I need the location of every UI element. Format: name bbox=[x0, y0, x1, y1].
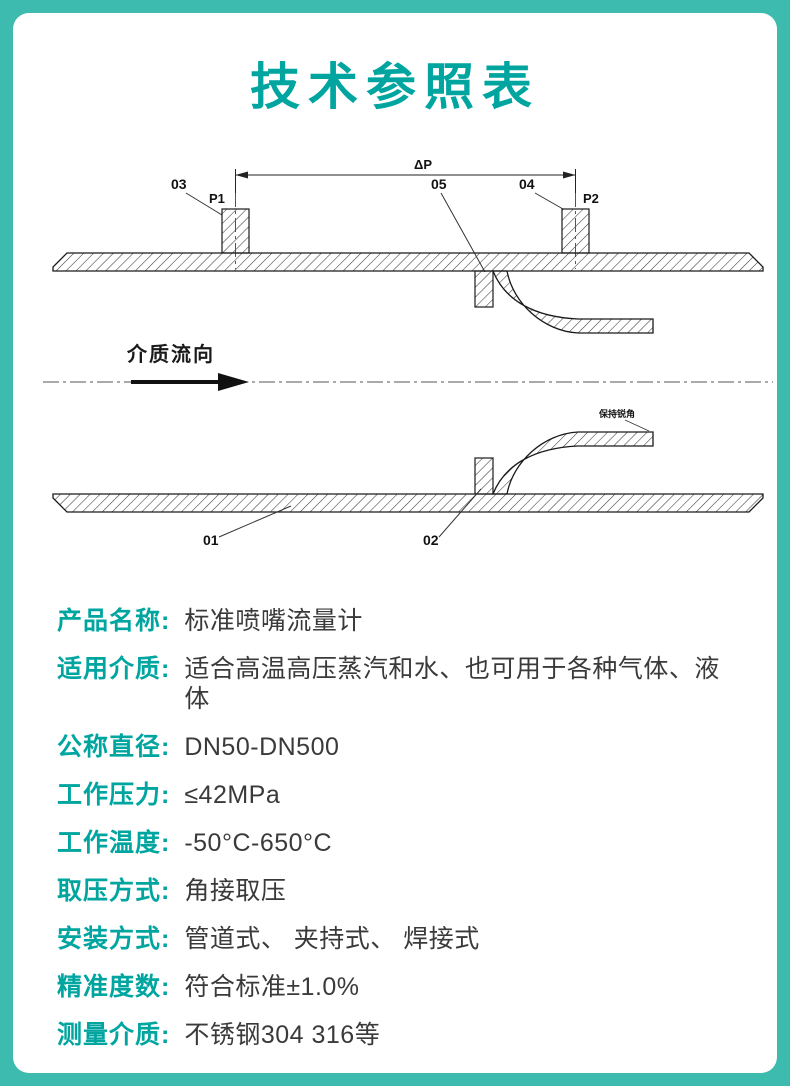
technical-diagram: ΔP 03 P1 05 04 P2 bbox=[43, 145, 777, 580]
spec-row-installation: 安装方式: 管道式、 夹持式、 焊接式 bbox=[57, 924, 733, 954]
nozzle-lower-profile bbox=[492, 431, 654, 495]
part-03-leader bbox=[185, 192, 223, 216]
flow-direction-label: 介质流向 bbox=[126, 342, 215, 366]
spec-value: 角接取压 bbox=[184, 877, 287, 905]
spec-list: 产品名称: 标准喷嘴流量计 适用介质: 适合高温高压蒸汽和水、也可用于各种气体、… bbox=[57, 606, 733, 1050]
spec-value: 符合标准±1.0% bbox=[184, 973, 360, 1001]
spec-row-nominal-diameter: 公称直径: DN50-DN500 bbox=[57, 732, 733, 762]
spec-label: 工作压力: bbox=[57, 781, 171, 809]
spec-value: 不锈钢304 316等 bbox=[184, 1021, 381, 1049]
p2-label: P2 bbox=[583, 191, 599, 206]
spec-value: -50°C-650°C bbox=[184, 829, 333, 857]
spec-row-working-temperature: 工作温度: -50°C-650°C bbox=[57, 828, 733, 858]
spec-label: 工作温度: bbox=[57, 829, 171, 857]
spec-value: 管道式、 夹持式、 焊接式 bbox=[184, 925, 480, 953]
spec-row-applicable-medium: 适用介质: 适合高温高压蒸汽和水、也可用于各种气体、液体 bbox=[57, 654, 733, 714]
p1-label: P1 bbox=[209, 191, 225, 206]
content-panel: 技术参照表 ΔP 03 bbox=[13, 13, 777, 1073]
flow-direction-arrow bbox=[131, 373, 249, 391]
part-01-leader bbox=[218, 505, 292, 538]
spec-row-product-name: 产品名称: 标准喷嘴流量计 bbox=[57, 606, 733, 636]
spec-label: 取压方式: bbox=[57, 877, 171, 905]
spec-row-accuracy: 精准度数: 符合标准±1.0% bbox=[57, 972, 733, 1002]
spec-label: 公称直径: bbox=[57, 733, 171, 761]
spec-value: 标准喷嘴流量计 bbox=[184, 607, 363, 635]
pipe-top-wall bbox=[52, 252, 764, 272]
pipe-bottom-wall bbox=[52, 493, 764, 513]
part-01-label: 01 bbox=[203, 532, 219, 548]
spec-label: 适用介质: bbox=[57, 655, 171, 683]
part-03-label: 03 bbox=[171, 176, 187, 192]
spec-label: 精准度数: bbox=[57, 973, 171, 1001]
spec-label: 测量介质: bbox=[57, 1021, 171, 1049]
spec-value: DN50-DN500 bbox=[184, 733, 340, 761]
part-05-label: 05 bbox=[431, 176, 447, 192]
flow-meter-drawing: ΔP 03 P1 05 04 P2 bbox=[43, 157, 773, 548]
part-02-label: 02 bbox=[423, 532, 439, 548]
spec-row-material: 测量介质: 不锈钢304 316等 bbox=[57, 1020, 733, 1050]
part-02-leader bbox=[438, 488, 482, 538]
spec-label: 安装方式: bbox=[57, 925, 171, 953]
part-04-label: 04 bbox=[519, 176, 535, 192]
nozzle-assembly bbox=[474, 270, 654, 495]
spec-row-working-pressure: 工作压力: ≤42MPa bbox=[57, 780, 733, 810]
spec-value: ≤42MPa bbox=[184, 781, 281, 809]
sharp-edge-leader bbox=[624, 419, 650, 432]
spec-row-pressure-tapping: 取压方式: 角接取压 bbox=[57, 876, 733, 906]
nozzle-upper-profile bbox=[492, 270, 654, 334]
page-title: 技术参照表 bbox=[250, 59, 540, 115]
spec-label: 产品名称: bbox=[57, 607, 171, 635]
part-04-leader bbox=[534, 192, 564, 210]
sharp-edge-note: 保持锐角 bbox=[598, 408, 635, 419]
spec-value: 适合高温高压蒸汽和水、也可用于各种气体、液体 bbox=[184, 655, 720, 713]
delta-p-label: ΔP bbox=[414, 157, 432, 172]
